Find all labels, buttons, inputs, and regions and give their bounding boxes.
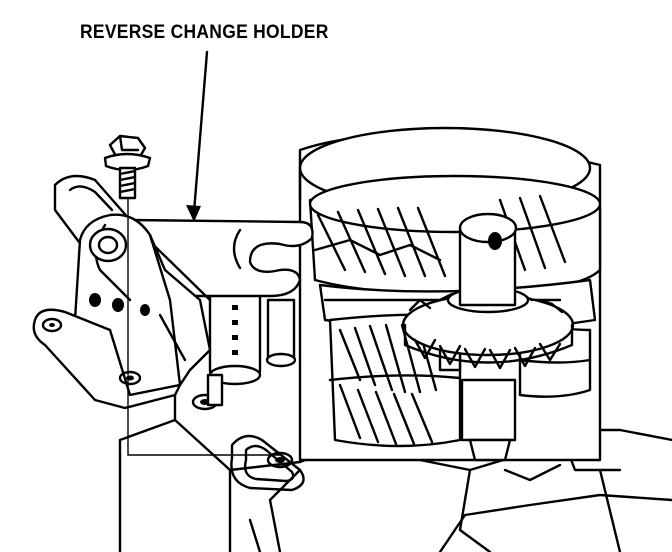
callout-leader — [186, 50, 209, 222]
housing-bolt-hole-right — [266, 451, 294, 469]
reverse-change-holder — [32, 174, 314, 410]
callout-label: REVERSE CHANGE HOLDER — [80, 22, 329, 43]
bolt-icon — [103, 134, 152, 200]
countershaft — [458, 212, 518, 462]
gear-cluster — [298, 126, 602, 462]
bolt-alignment-lines — [127, 197, 281, 456]
